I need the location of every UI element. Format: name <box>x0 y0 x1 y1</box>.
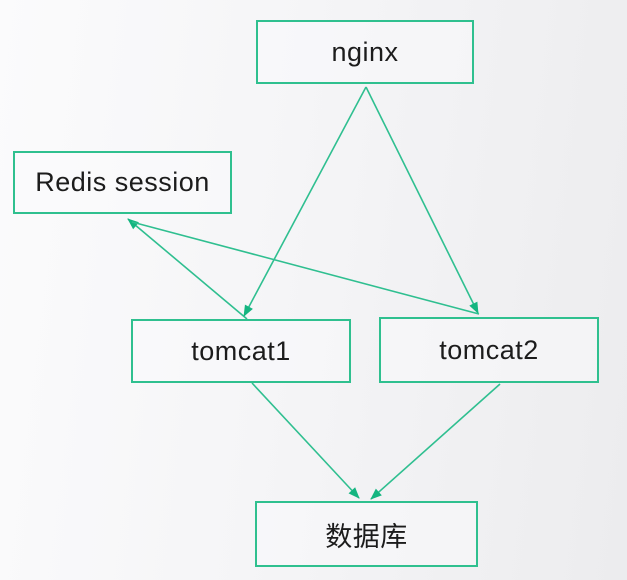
node-tomcat1-label: tomcat1 <box>191 335 291 366</box>
edge-tomcat1-database <box>251 382 360 499</box>
node-redis-session: Redis session <box>13 151 232 214</box>
node-tomcat2: tomcat2 <box>379 317 599 383</box>
node-tomcat2-label: tomcat2 <box>439 334 539 365</box>
node-redis-session-label: Redis session <box>35 167 210 197</box>
node-database-label: 数据库 <box>325 521 408 552</box>
node-nginx: nginx <box>256 20 474 84</box>
node-tomcat1: tomcat1 <box>131 319 351 383</box>
edge-nginx-tomcat2 <box>365 86 479 314</box>
node-database: 数据库 <box>255 501 478 567</box>
edge-tomcat2-database <box>370 383 501 500</box>
edge-tomcat2-redis <box>131 221 480 315</box>
edge-tomcat1-redis <box>127 218 248 320</box>
node-nginx-label: nginx <box>331 36 399 67</box>
edge-nginx-tomcat1 <box>243 86 367 317</box>
